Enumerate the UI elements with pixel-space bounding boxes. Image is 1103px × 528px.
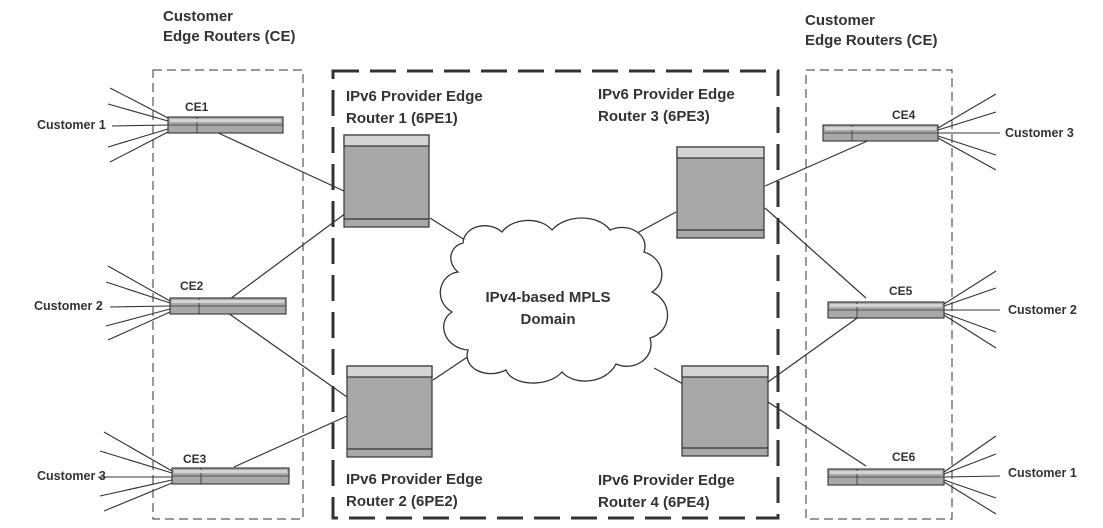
link-ce2-6pe2 (227, 312, 348, 398)
pe-router-6pe3 (676, 146, 765, 239)
left-ce-boundary (152, 69, 304, 520)
pe-router-6pe4 (681, 365, 769, 457)
ce-pe-links (213, 130, 873, 468)
customer-2-left-fan (105, 265, 171, 341)
left-ce-heading: Customer Edge Routers (CE) (163, 7, 296, 47)
customer-label-left-2: Customer 2 (34, 299, 103, 313)
link-ce3-6pe2 (233, 415, 348, 468)
customer-3-right-fan (937, 93, 1000, 171)
ce-router-ce2 (169, 297, 287, 315)
link-ce6-6pe4 (767, 401, 867, 467)
left-ce-heading-line-1: Customer (163, 8, 234, 25)
pe-label-6pe2-line-2: Router 2 (6PE2) (346, 493, 458, 510)
pe-label-6pe3-line-1: IPv6 Provider Edge (598, 86, 735, 103)
cloud-label: IPv4-based MPLS Domain (458, 287, 638, 331)
ce-label-ce1: CE1 (185, 100, 209, 114)
cloud-label-line-2: Domain (520, 311, 576, 328)
ce-label-ce2: CE2 (180, 279, 204, 293)
pe-label-6pe3-line-2: Router 3 (6PE3) (598, 108, 710, 125)
right-ce-heading: Customer Edge Routers (CE) (805, 11, 938, 51)
ce-router-ce4 (822, 124, 939, 142)
ce-router-ce3 (171, 467, 290, 485)
ce-label-ce5: CE5 (889, 284, 913, 298)
customer-2-right-fan (943, 270, 1000, 349)
pe-label-6pe4: IPv6 Provider Edge Router 4 (6PE4) (598, 470, 735, 514)
ce-label-ce6: CE6 (892, 450, 916, 464)
link-ce5-6pe3 (764, 207, 867, 299)
pe-label-6pe4-line-2: Router 4 (6PE4) (598, 494, 710, 511)
ce-router-ce6 (827, 468, 945, 486)
link-ce5-6pe4 (767, 315, 861, 383)
customer-links (98, 87, 1001, 515)
cloud-label-line-1: IPv4-based MPLS (485, 289, 611, 306)
customer-3-left-fan (98, 431, 173, 512)
link-ce1-6pe1 (213, 130, 347, 193)
link-ce4-6pe3 (764, 138, 873, 187)
pe-router-6pe1 (343, 134, 430, 228)
customer-label-right-3: Customer 3 (1005, 126, 1074, 140)
pe-label-6pe2: IPv6 Provider Edge Router 2 (6PE2) (346, 469, 483, 513)
customer-label-left-3: Customer 3 (37, 469, 106, 483)
pe-label-6pe2-line-1: IPv6 Provider Edge (346, 471, 483, 488)
right-ce-boundary (805, 69, 953, 520)
link-6pe4-cloud (653, 367, 684, 385)
pe-label-6pe1: IPv6 Provider Edge Router 1 (6PE1) (346, 86, 483, 130)
pe-router-6pe2 (346, 365, 433, 458)
ce-label-ce3: CE3 (183, 452, 207, 466)
right-ce-heading-line-1: Customer (805, 12, 876, 29)
customer-label-right-1: Customer 1 (1008, 466, 1077, 480)
link-ce2-6pe1 (229, 212, 347, 300)
pe-label-6pe4-line-1: IPv6 Provider Edge (598, 472, 735, 489)
customer-label-right-2: Customer 2 (1008, 303, 1077, 317)
customer-1-right-fan (943, 435, 1001, 515)
pe-label-6pe1-line-2: Router 1 (6PE1) (346, 110, 458, 127)
ce-router-ce1 (167, 116, 284, 134)
customer-1-left-fan (107, 87, 169, 163)
pe-label-6pe1-line-1: IPv6 Provider Edge (346, 88, 483, 105)
link-6pe1-cloud (429, 217, 469, 243)
left-ce-heading-line-2: Edge Routers (CE) (163, 28, 296, 45)
pe-label-6pe3: IPv6 Provider Edge Router 3 (6PE3) (598, 84, 735, 128)
provider-boundary (331, 69, 780, 520)
mpls-cloud (439, 217, 669, 384)
ce-router-ce5 (827, 301, 945, 319)
ce-label-ce4: CE4 (892, 108, 916, 122)
right-ce-heading-line-2: Edge Routers (CE) (805, 32, 938, 49)
customer-label-left-1: Customer 1 (37, 118, 106, 132)
